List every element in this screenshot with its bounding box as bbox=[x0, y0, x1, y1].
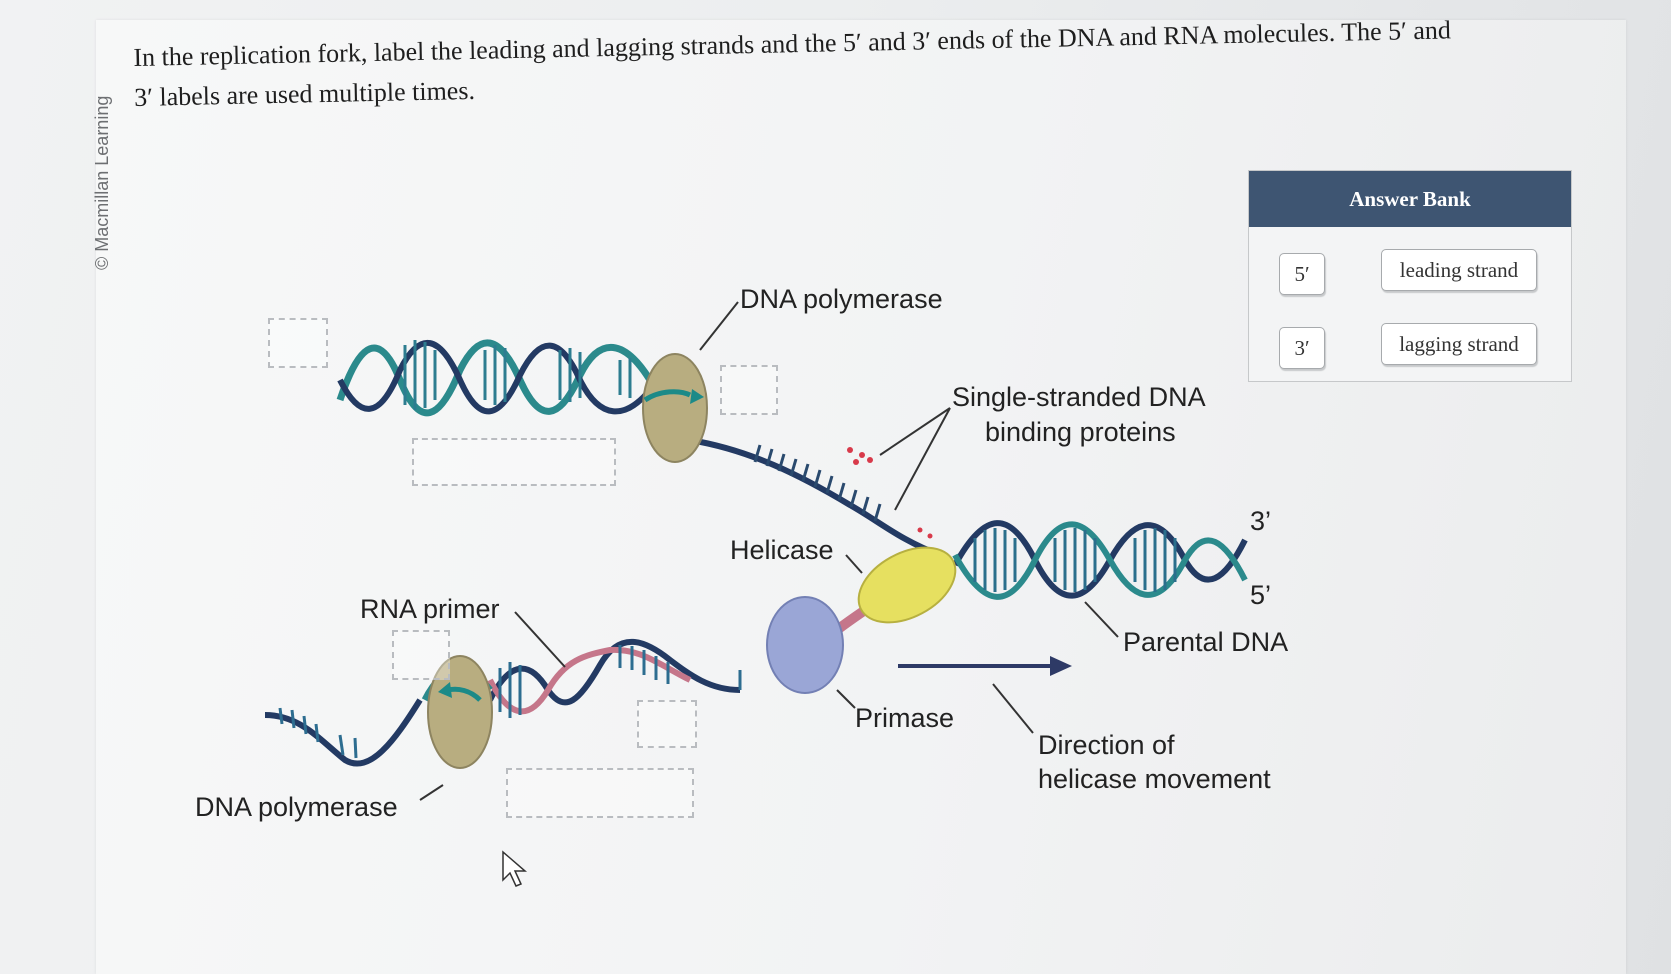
label-rna-primer: RNA primer bbox=[360, 594, 500, 624]
arrowhead-bottom bbox=[438, 682, 452, 698]
dna-polymerase-top-shape bbox=[642, 353, 708, 463]
helicase-shape bbox=[857, 546, 957, 624]
chip-lagging-strand[interactable]: lagging strand bbox=[1381, 323, 1537, 365]
drop-target-3[interactable] bbox=[412, 438, 616, 486]
arrowhead-top bbox=[690, 389, 704, 404]
primase-shape bbox=[766, 596, 844, 694]
mouse-cursor-icon bbox=[502, 850, 528, 887]
label-primase: Primase bbox=[855, 703, 955, 733]
answer-bank-title: Answer Bank bbox=[1249, 171, 1571, 227]
label-direction-line1: Direction of bbox=[1038, 730, 1175, 760]
dna-polymerase-bottom-shape bbox=[427, 655, 493, 769]
lagging-template-strand bbox=[689, 437, 942, 558]
drop-target-4[interactable] bbox=[392, 630, 450, 680]
label-helicase: Helicase bbox=[730, 535, 834, 565]
polymerase-direction-arrow-top bbox=[643, 389, 692, 403]
label-direction-line2: helicase movement bbox=[1038, 764, 1271, 794]
label-end-3: 3’ bbox=[1250, 506, 1272, 536]
label-parental-dna: Parental DNA bbox=[1123, 627, 1289, 657]
leading-strand-helix bbox=[336, 339, 653, 417]
drop-target-2[interactable] bbox=[720, 365, 778, 415]
label-ssb-line1: Single-stranded DNA bbox=[952, 382, 1206, 412]
drop-target-6[interactable] bbox=[506, 768, 694, 818]
label-ssb-line2: binding proteins bbox=[985, 417, 1176, 447]
label-dna-polymerase-bottom: DNA polymerase bbox=[195, 792, 398, 822]
chip-leading-strand[interactable]: leading strand bbox=[1381, 249, 1537, 291]
label-dna-polymerase-top: DNA polymerase bbox=[740, 284, 943, 314]
leader-lines bbox=[419, 301, 1119, 801]
label-end-5: 5’ bbox=[1250, 580, 1272, 610]
answer-bank: Answer Bank 5′ leading strand 3′ lagging… bbox=[1248, 170, 1572, 382]
chip-3-prime[interactable]: 3′ bbox=[1279, 327, 1325, 369]
helicase-direction-arrowhead bbox=[1050, 656, 1072, 676]
drop-target-1[interactable] bbox=[268, 318, 328, 368]
drop-target-5[interactable] bbox=[637, 700, 697, 748]
chip-5-prime[interactable]: 5′ bbox=[1279, 253, 1325, 295]
parental-dna-helix bbox=[952, 520, 1248, 600]
